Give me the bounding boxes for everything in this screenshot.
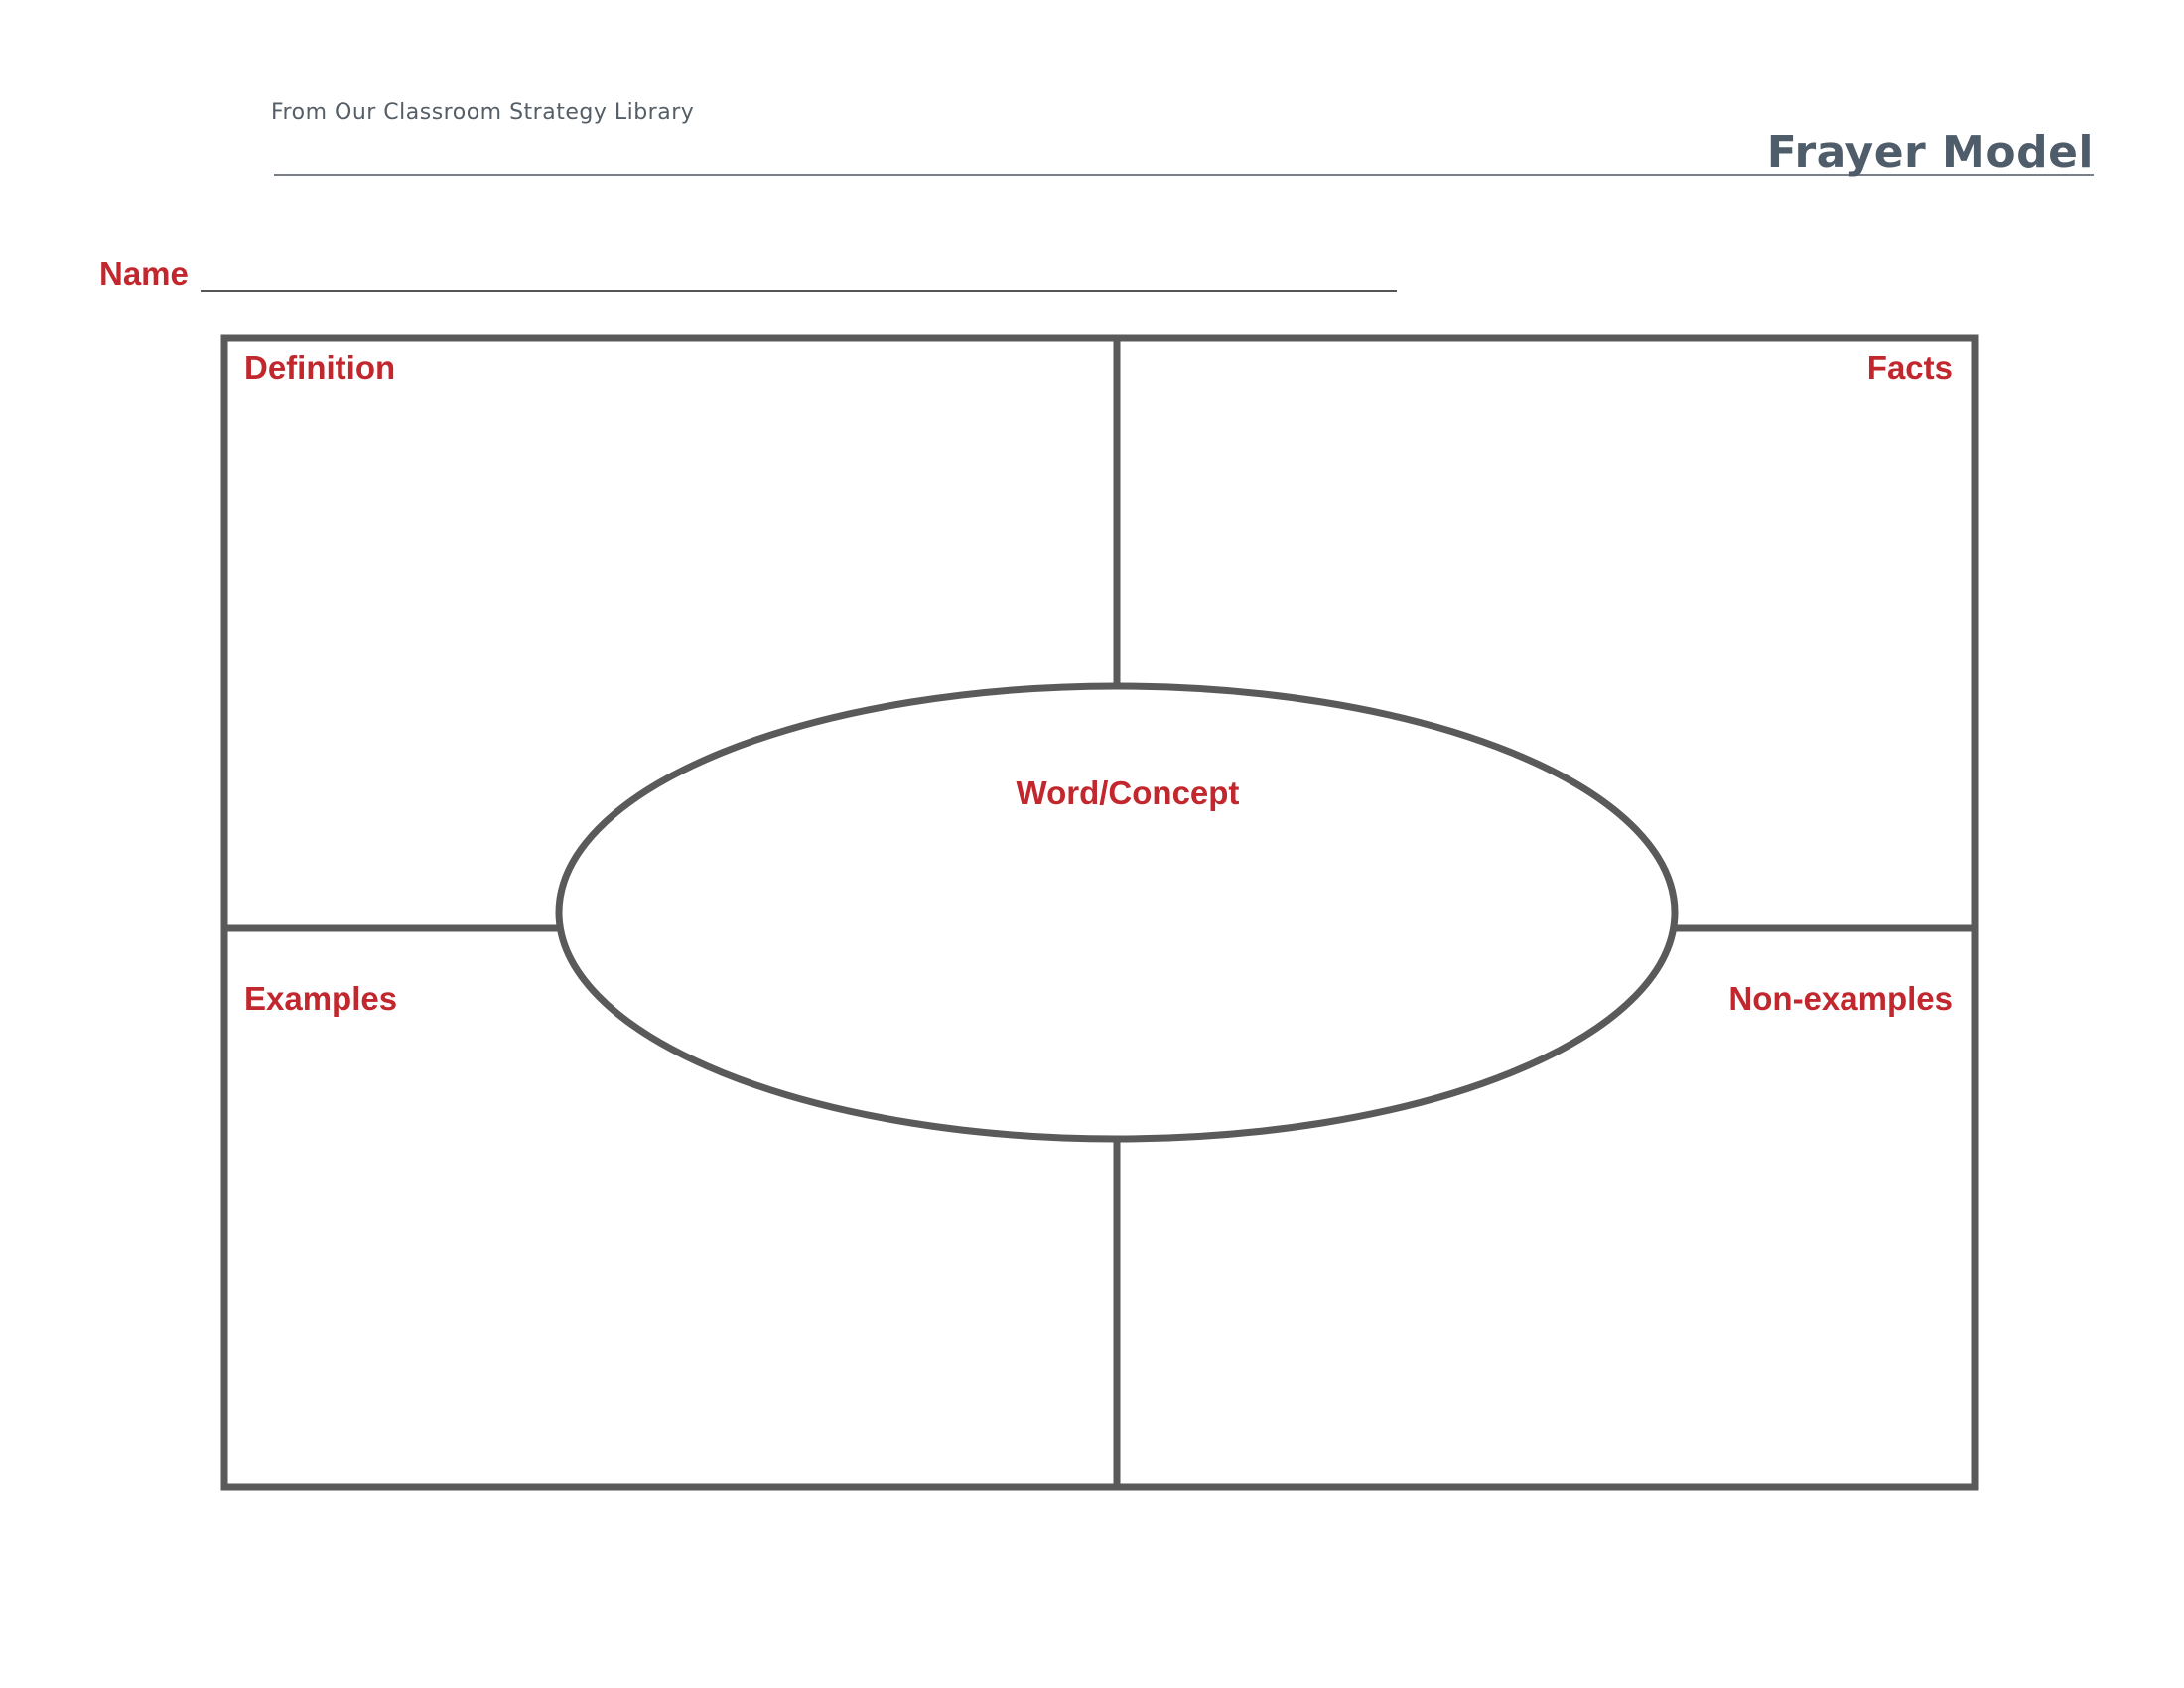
quadrant-label-examples: Examples — [244, 980, 398, 1017]
quadrant-label-definition: Definition — [244, 350, 396, 386]
header-rule — [274, 174, 2094, 176]
center-label-word-concept: Word/Concept — [1016, 774, 1240, 811]
name-label: Name — [99, 255, 189, 292]
quadrant-label-facts: Facts — [1866, 350, 1953, 386]
outer-frame — [220, 334, 1979, 1491]
name-field-line[interactable] — [201, 290, 1397, 292]
quadrant-label-non-examples: Non-examples — [1728, 980, 1953, 1017]
concept-oval — [555, 682, 1679, 1143]
page-title: Frayer Model — [1766, 127, 2094, 178]
header-subtitle: From Our Classroom Strategy Library — [271, 100, 695, 125]
